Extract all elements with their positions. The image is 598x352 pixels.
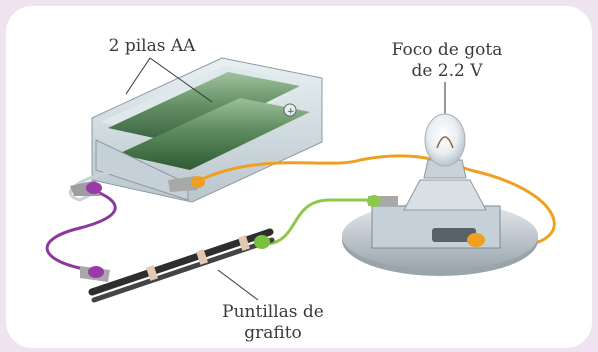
graphite-label-line-2: grafito — [244, 323, 302, 343]
bulb-label-line-1: Foco de gota — [391, 40, 503, 60]
graphite-rods — [88, 228, 275, 303]
batteries-leader-line-2 — [149, 57, 213, 103]
orange-clip-battery — [168, 176, 205, 192]
graphite-label: Puntillas de grafito — [198, 302, 348, 344]
batteries-label: 2 pilas AA — [108, 36, 196, 56]
svg-text:+: + — [287, 107, 295, 117]
bulb-icon — [423, 113, 467, 179]
purple-clip-bottom — [80, 266, 110, 282]
batteries-leader-line-1 — [125, 57, 151, 95]
purple-wire — [45, 188, 117, 272]
bulb-holder — [342, 179, 538, 276]
battery-pack: + — [91, 57, 323, 203]
graphite-leader-line — [217, 269, 259, 301]
graphite-label-line-1: Puntillas de — [222, 302, 324, 322]
bulb-label: Foco de gota de 2.2 V — [362, 40, 532, 82]
bulb-label-line-2: de 2.2 V — [411, 61, 483, 81]
green-wire — [267, 198, 372, 246]
purple-clip-top — [70, 180, 102, 196]
